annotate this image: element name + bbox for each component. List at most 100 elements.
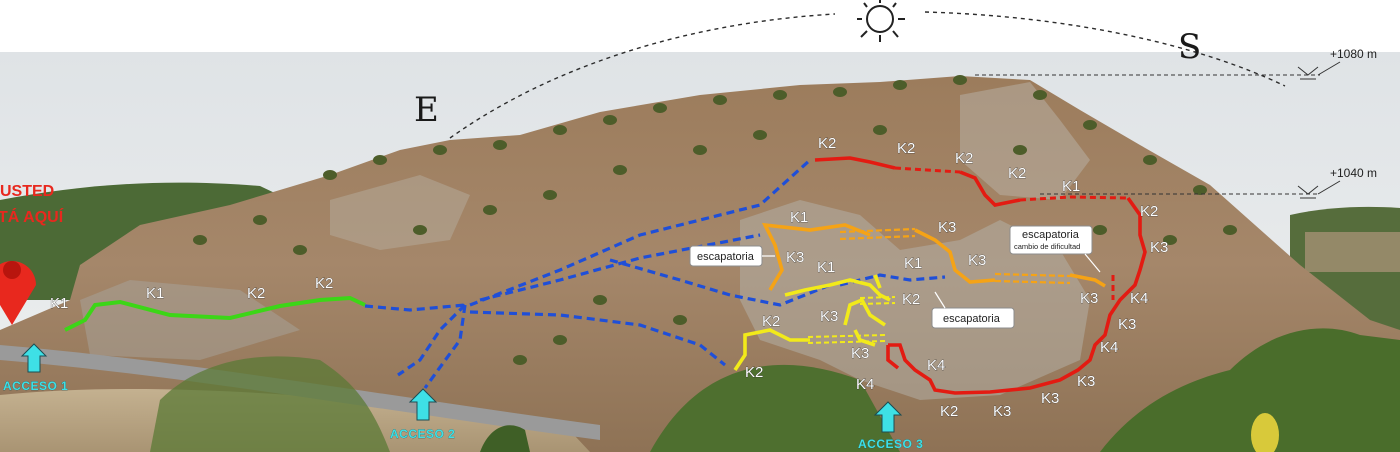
k-label: K2 — [1008, 165, 1026, 182]
difficulty-labels-green: K1 K1 K2 K2 — [50, 275, 334, 313]
shrub — [413, 225, 427, 235]
access-3-label: ACCESO 3 — [858, 437, 923, 451]
shrub — [543, 190, 557, 200]
escape-callout-3: escapatoria — [931, 291, 1015, 329]
k-label: K2 — [315, 275, 333, 292]
shrub — [1223, 225, 1237, 235]
compass-east: E — [414, 90, 439, 130]
shrub — [493, 140, 507, 150]
k-label: K2 — [762, 313, 780, 330]
route-yellow-dashed — [807, 296, 896, 344]
shrub — [873, 125, 887, 135]
shrub — [1193, 185, 1207, 195]
bush — [480, 425, 530, 452]
shrub — [193, 235, 207, 245]
left-rock-face — [330, 175, 470, 250]
header-band — [0, 0, 1400, 52]
altitude-marker-top — [975, 61, 1341, 80]
shrub — [483, 205, 497, 215]
k-label: K3 — [1041, 390, 1059, 407]
k-label: K4 — [856, 376, 874, 393]
k-label: K1 — [790, 209, 808, 226]
escape-label: escapatoria — [697, 251, 755, 263]
shrub — [833, 87, 847, 97]
k-label: K2 — [955, 150, 973, 167]
k-label: K4 — [1130, 290, 1148, 307]
trees-right — [1100, 328, 1400, 452]
shrub — [713, 95, 727, 105]
escape-sublabel: cambio de dificultad — [1014, 242, 1080, 251]
shrub — [323, 170, 337, 180]
k-label: K3 — [1150, 239, 1168, 256]
shrub — [293, 245, 307, 255]
k-label: K1 — [146, 285, 164, 302]
k-label: K3 — [1077, 373, 1095, 390]
altitude-marker-middle — [1040, 180, 1341, 199]
shrub — [593, 295, 607, 305]
shrub — [1013, 145, 1027, 155]
difficulty-labels-red: K2 K2 K2 K1 K2 K3 K4 K3 K4 K3 K4 K4 K2 K… — [856, 140, 1169, 421]
k-label: K1 — [904, 255, 922, 272]
sun-path-east — [449, 13, 836, 139]
route-red — [814, 156, 1147, 395]
shrubs — [193, 75, 1237, 365]
access-2-label: ACCESO 2 — [390, 427, 455, 441]
k-label: K1 — [817, 259, 835, 276]
k-label: K3 — [851, 345, 869, 362]
route-yellow — [733, 274, 891, 371]
rock-face — [740, 200, 1090, 400]
shrub — [1163, 235, 1177, 245]
you-are-here-line2: TÁ AQUÍ — [0, 207, 64, 226]
shrub — [653, 103, 667, 113]
difficulty-labels-blue: K2 — [818, 135, 837, 153]
shrub — [673, 315, 687, 325]
upper-rock-face — [960, 82, 1090, 200]
shrub — [693, 145, 707, 155]
access-1-label: ACCESO 1 — [3, 379, 68, 393]
escape-label: escapatoria — [943, 313, 1001, 325]
shrub — [773, 90, 787, 100]
altitude-1080: +1080 m — [1330, 47, 1377, 61]
shrub — [553, 125, 567, 135]
shrub — [553, 335, 567, 345]
shrub — [893, 80, 907, 90]
yellow-tree — [1251, 413, 1279, 452]
k-label: K3 — [786, 249, 804, 266]
route-orange — [761, 222, 1106, 291]
k-label: K2 — [897, 140, 915, 157]
k-label: K4 — [1100, 339, 1118, 356]
shrub — [433, 145, 447, 155]
shrub — [253, 215, 267, 225]
town — [1305, 232, 1400, 272]
k-label: K1 — [1062, 178, 1080, 195]
base-rock — [80, 280, 300, 360]
k-label: K2 — [940, 403, 958, 420]
shrub — [953, 75, 967, 85]
k-label: K4 — [927, 357, 945, 374]
k-label: K3 — [1118, 316, 1136, 333]
k-label: K2 — [247, 285, 265, 302]
k-label: K3 — [1080, 290, 1098, 307]
shrub — [603, 115, 617, 125]
escape-callout-2: escapatoria cambio de dificultad — [1009, 225, 1101, 273]
shrub — [373, 155, 387, 165]
shrub — [613, 165, 627, 175]
shrub — [1083, 120, 1097, 130]
route-red-dashed — [894, 166, 1129, 300]
k-label: K2 — [902, 291, 920, 308]
difficulty-labels-yellow: K1 K2 K3 K2 K3 K2 — [745, 259, 921, 382]
shrub — [1143, 155, 1157, 165]
access-arrow-icon — [20, 343, 903, 433]
altitude-1040: +1040 m — [1330, 166, 1377, 180]
k-label: K2 — [1140, 203, 1158, 220]
trees-center — [650, 364, 900, 452]
location-pin-icon — [0, 261, 36, 325]
k-label: K2 — [818, 135, 836, 152]
k-label: K3 — [938, 219, 956, 236]
k-label: K1 — [50, 295, 68, 312]
shrub — [753, 130, 767, 140]
shrub — [513, 355, 527, 365]
escape-callout-1: escapatoria — [689, 245, 775, 267]
